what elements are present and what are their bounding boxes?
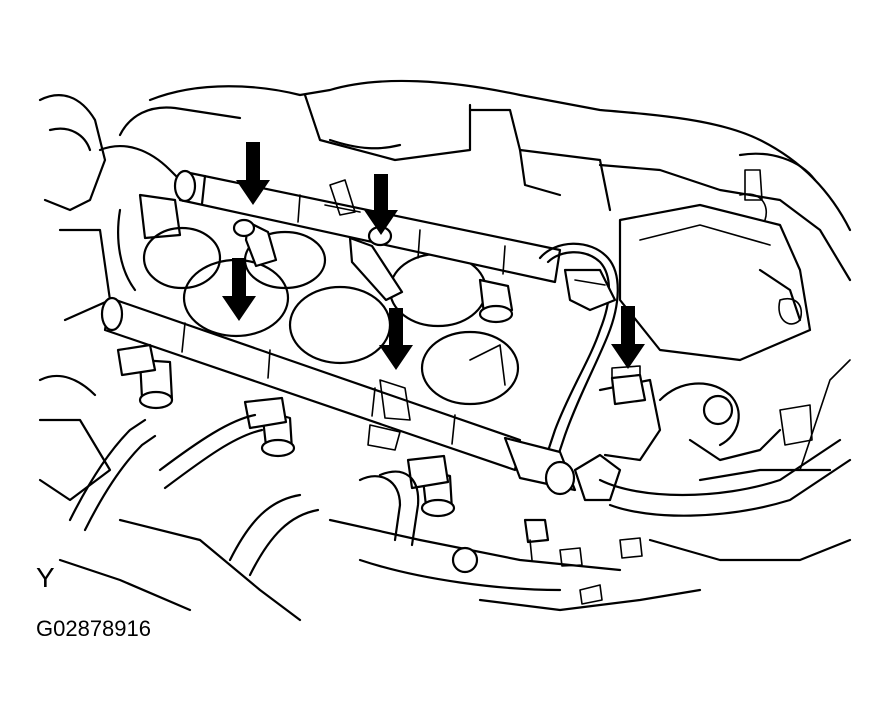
rear-fuel-rail <box>173 169 562 324</box>
figure-code: G02878916 <box>36 616 151 641</box>
front-fuel-rail <box>100 296 622 518</box>
arrow-down-3 <box>222 258 256 321</box>
arrow-down-2 <box>364 174 398 235</box>
lower-engine-details <box>38 359 852 622</box>
arrow-down-1 <box>236 142 270 205</box>
arrow-down-5 <box>611 306 645 369</box>
view-label: Y <box>36 562 55 593</box>
arrow-down-4 <box>379 308 413 370</box>
fuel-crossover-pipe <box>538 242 619 464</box>
wire-harness <box>68 365 852 577</box>
bolt-location-arrows <box>222 142 645 370</box>
